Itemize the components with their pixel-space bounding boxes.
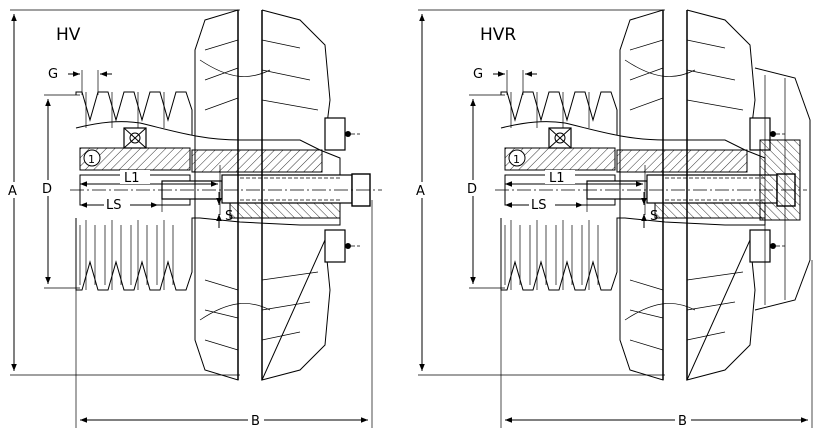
dim-g-label: G	[48, 67, 58, 82]
dim-d-label: D	[467, 182, 477, 197]
dim-a-label: A	[8, 184, 17, 199]
hvr-diagram: A D B G L1 LS S 1	[414, 9, 813, 428]
dim-a-label: A	[416, 184, 425, 199]
dim-l1-label: L1	[124, 171, 140, 186]
dim-l1-label: L1	[549, 171, 565, 186]
dim-b-label: B	[678, 414, 687, 428]
dim-s-label: S	[225, 209, 233, 224]
dim-d-label: D	[42, 182, 52, 197]
dim-ls-label: LS	[106, 198, 122, 213]
ref-callout-label: 1	[513, 153, 520, 166]
dim-s-label: S	[650, 209, 658, 224]
hvr-title: HVR	[480, 25, 516, 45]
hv-diagram: A D B G L1 LS S 1	[6, 9, 383, 428]
dim-ls-label: LS	[531, 198, 547, 213]
ref-callout-label: 1	[88, 153, 95, 166]
dim-b-label: B	[251, 414, 260, 428]
dim-g-label: G	[473, 67, 483, 82]
hv-title: HV	[56, 25, 81, 45]
